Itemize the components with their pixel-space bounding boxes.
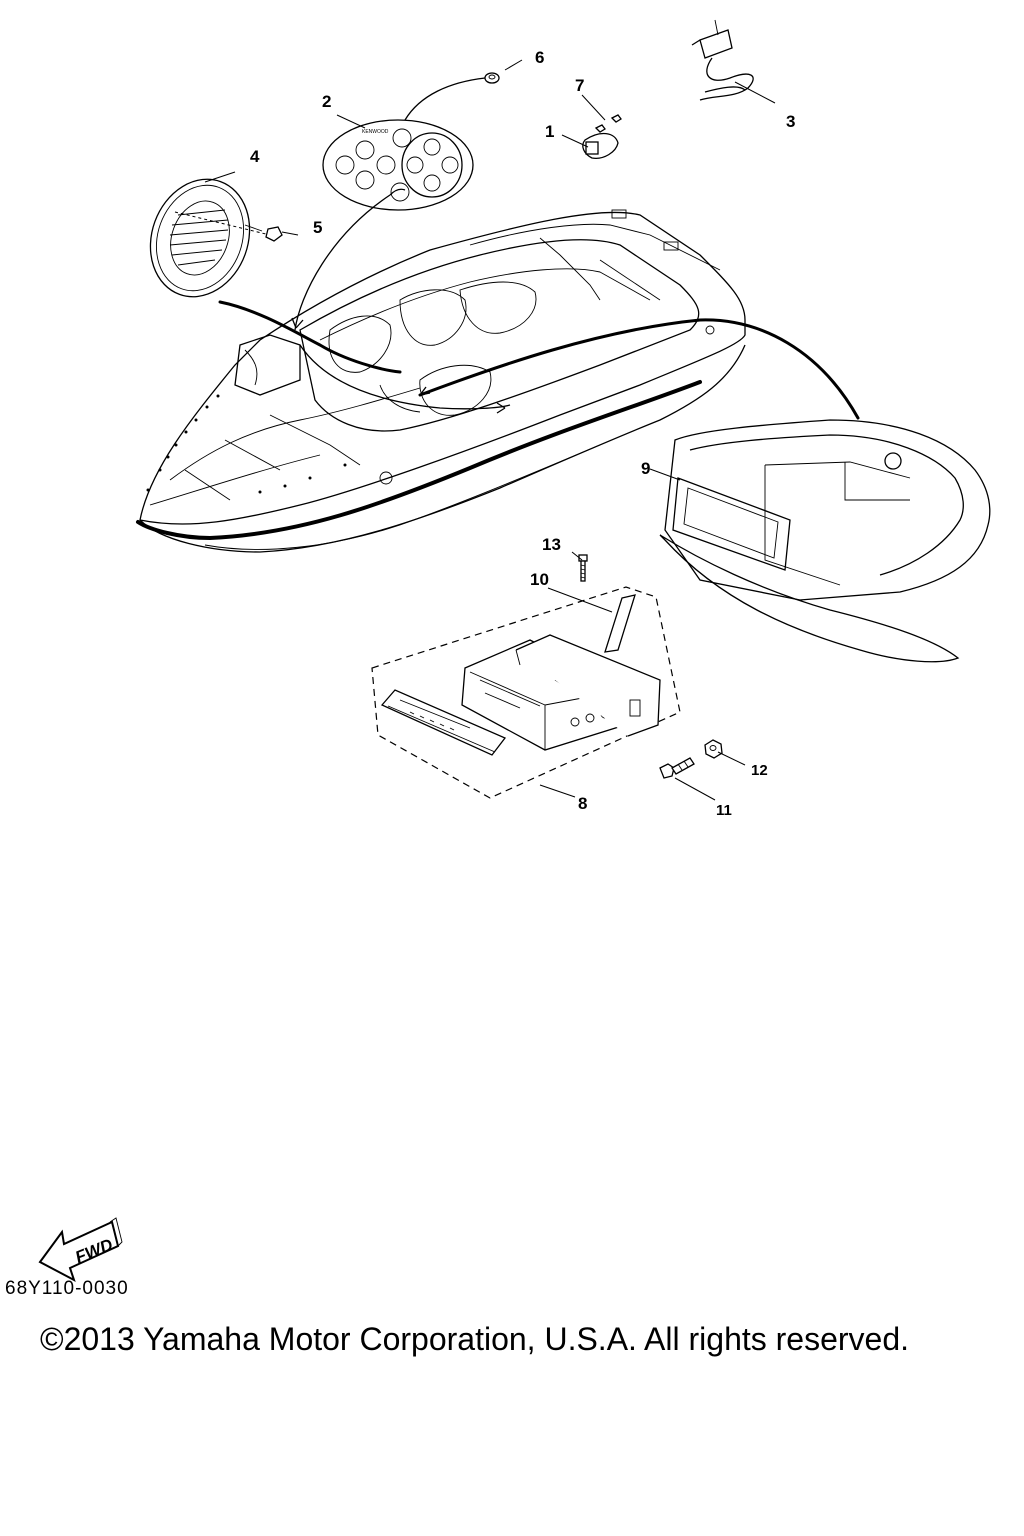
callout-7: 7	[575, 76, 584, 95]
callout-6: 6	[535, 48, 544, 67]
callout-10: 10	[530, 570, 549, 589]
cd-receiver-part-8	[371, 586, 681, 799]
screw-part-5	[244, 224, 283, 242]
boat-hull	[136, 209, 746, 553]
callout-13: 13	[542, 535, 561, 554]
nut-part-12	[704, 739, 723, 759]
fwd-label: FWD	[73, 1235, 116, 1267]
switch-part-1	[582, 132, 619, 159]
storage-liner-part-9	[659, 419, 991, 663]
callout-12: 12	[751, 762, 768, 779]
copyright-notice: ©2013 Yamaha Motor Corporation, U.S.A. A…	[40, 1321, 909, 1357]
screws-part-7	[594, 114, 622, 133]
callout-11: 11	[716, 802, 732, 819]
bolt-part-11	[659, 757, 695, 779]
callout-1: 1	[545, 122, 554, 141]
callout-8: 8	[578, 794, 587, 813]
callout-2: 2	[322, 92, 331, 111]
grommet-part-6	[484, 72, 500, 84]
callout-5: 5	[313, 218, 322, 237]
remote-brand-label: KENWOOD	[362, 129, 389, 135]
diagram-part-number: 68Y110-0030	[5, 1278, 129, 1299]
deck-rivets	[146, 394, 347, 494]
fwd-arrow-icon: FWD	[38, 1217, 123, 1283]
wiring-arrows	[218, 188, 860, 420]
callout-4: 4	[250, 147, 260, 166]
leader-lines	[204, 59, 776, 801]
antenna-part-3	[691, 19, 754, 101]
bracket-part-10	[604, 594, 636, 653]
remote-control-part: KENWOOD	[322, 77, 486, 211]
callout-3: 3	[786, 112, 795, 131]
speaker-grille-part	[149, 178, 271, 298]
callout-9: 9	[641, 459, 650, 478]
callout-numbers: 6 7 1 2 3 4 5 9 13 10 8 11 12	[250, 48, 795, 819]
